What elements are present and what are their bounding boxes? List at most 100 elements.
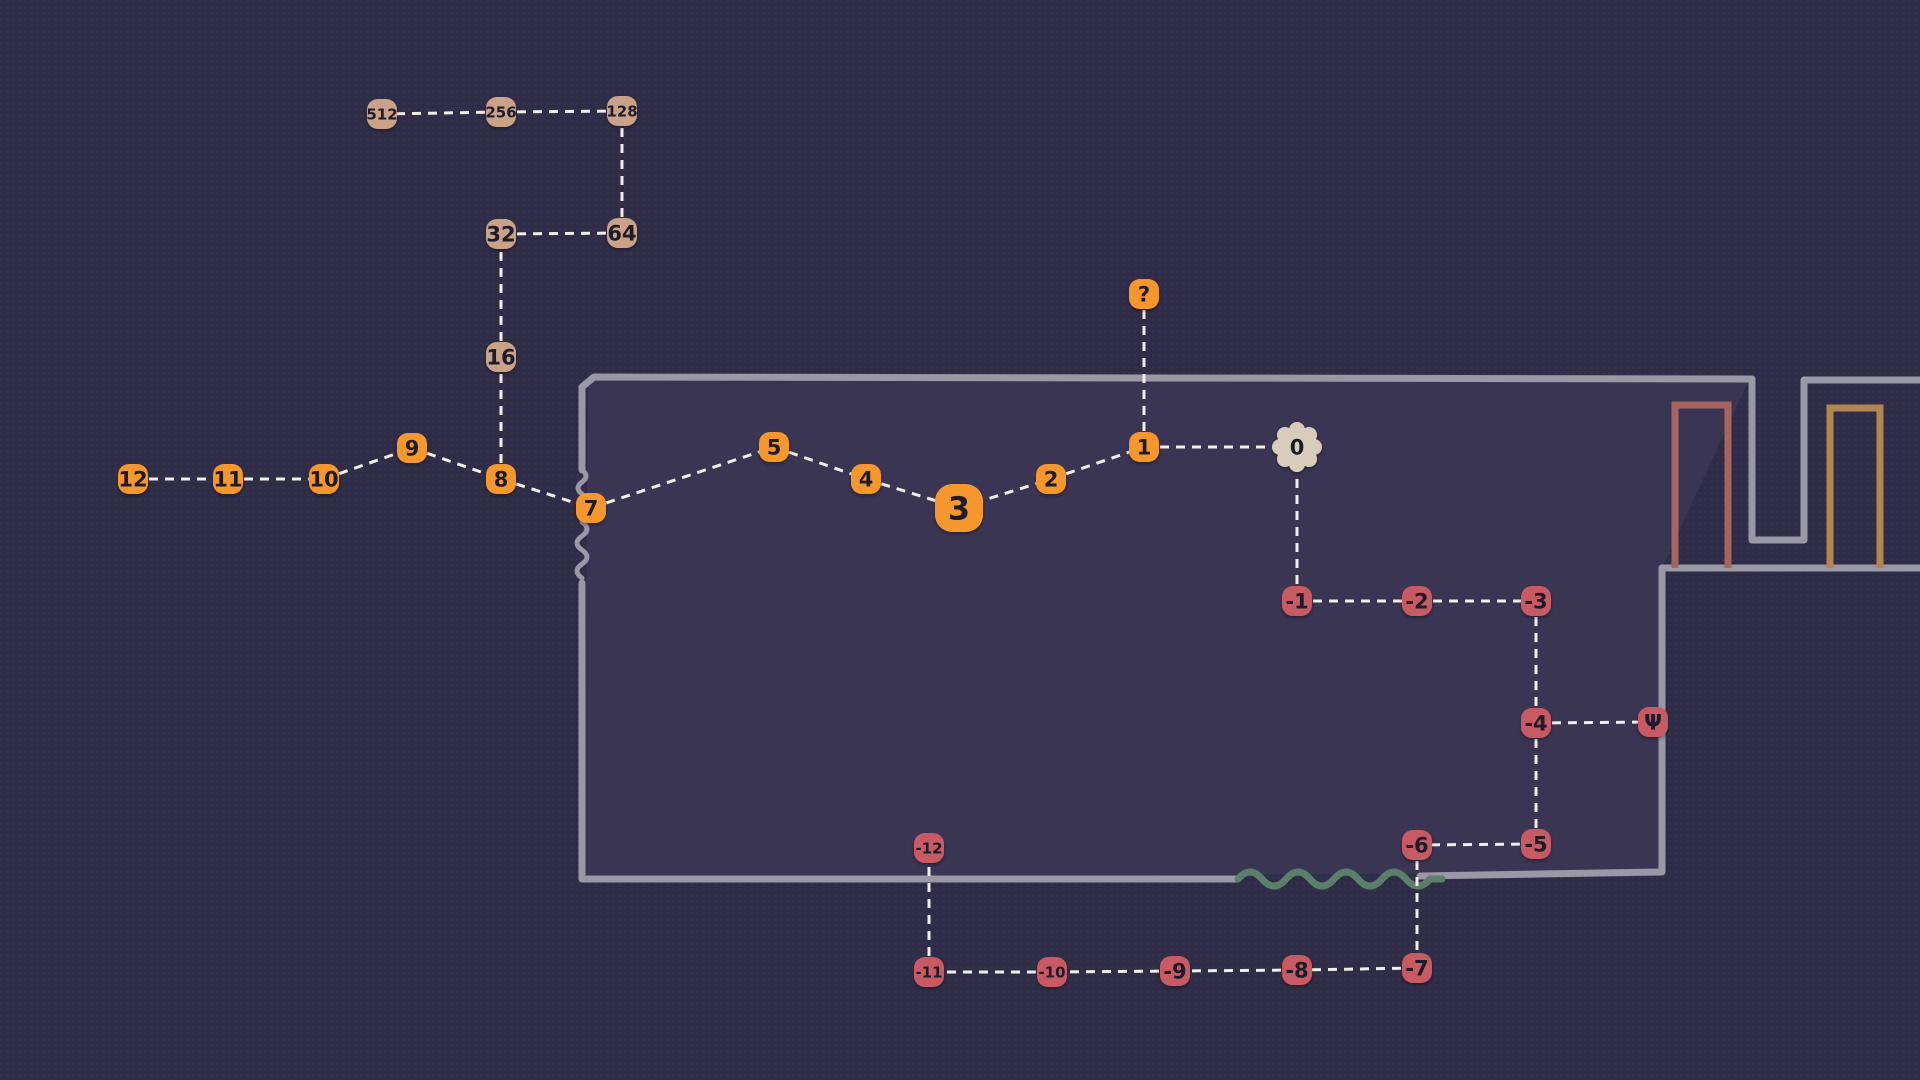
node-label: 9 <box>405 437 420 461</box>
connector-n7-n5 <box>590 445 775 510</box>
node-badge <box>607 218 637 248</box>
connector-n2-n1 <box>1050 445 1145 481</box>
node-n8[interactable]: 8 <box>486 464 516 494</box>
node-badge <box>1282 586 1312 616</box>
node-label: -12 <box>915 839 942 857</box>
node-n4[interactable]: 4 <box>851 464 881 494</box>
node-badge <box>1129 432 1159 462</box>
node-badge <box>914 957 944 987</box>
node-label: 32 <box>486 223 515 247</box>
node-badge <box>914 833 944 863</box>
node-label: -6 <box>1405 834 1428 858</box>
node-label: 7 <box>584 497 599 521</box>
node-badge <box>486 219 516 249</box>
node-label: -8 <box>1285 959 1308 983</box>
node-p128[interactable]: 128 <box>606 96 638 126</box>
node-p256[interactable]: 256 <box>485 97 517 127</box>
node-label: 16 <box>486 346 515 370</box>
node-p512[interactable]: 512 <box>366 99 398 129</box>
node-badge <box>486 97 516 127</box>
node-m1[interactable]: -1 <box>1282 586 1312 616</box>
node-badge <box>1036 464 1066 494</box>
node-badge <box>607 96 637 126</box>
pipe-red <box>1671 401 1732 568</box>
node-label: -2 <box>1405 590 1428 614</box>
node-m6[interactable]: -6 <box>1402 830 1432 860</box>
node-badge <box>1037 957 1067 987</box>
node-psi[interactable]: Ψ <box>1638 707 1668 737</box>
node-n3[interactable]: 3 <box>935 484 983 532</box>
node-label: 0 <box>1290 436 1305 460</box>
node-label: -5 <box>1524 833 1547 857</box>
connector-p32-p64 <box>500 231 623 236</box>
node-badge <box>851 464 881 494</box>
node-label: 2 <box>1044 468 1059 492</box>
node-badge <box>1521 829 1551 859</box>
node-badge <box>1402 830 1432 860</box>
node-label: -10 <box>1038 963 1065 981</box>
room-floor <box>584 377 1750 879</box>
node-m11[interactable]: -11 <box>914 957 944 987</box>
node-label: 11 <box>213 468 242 492</box>
node-nq[interactable]: ? <box>1129 279 1159 309</box>
node-badge <box>1282 955 1312 985</box>
node-badge <box>576 493 606 523</box>
node-n1[interactable]: 1 <box>1129 432 1159 462</box>
node-n2[interactable]: 2 <box>1036 464 1066 494</box>
connector-m7-m8 <box>1296 966 1418 972</box>
node-badge <box>1160 956 1190 986</box>
node-n9[interactable]: 9 <box>397 433 427 463</box>
node-n7[interactable]: 7 <box>576 493 606 523</box>
node-label: -3 <box>1524 590 1547 614</box>
node-label: 10 <box>309 468 338 492</box>
node-p64[interactable]: 64 <box>607 218 637 248</box>
node-badge <box>1402 586 1432 616</box>
node-label: 512 <box>366 105 397 123</box>
node-badge <box>367 99 397 129</box>
node-label: 64 <box>607 222 636 246</box>
node-m12[interactable]: -12 <box>914 833 944 863</box>
node-label: -9 <box>1163 960 1186 984</box>
wave-segment <box>1234 868 1446 890</box>
node-badge <box>1521 708 1551 738</box>
node-n5[interactable]: 5 <box>759 432 789 462</box>
node-label: -1 <box>1285 590 1308 614</box>
node-n10[interactable]: 10 <box>309 464 339 494</box>
node-label: -7 <box>1405 957 1428 981</box>
node-m9[interactable]: -9 <box>1160 956 1190 986</box>
node-m2[interactable]: -2 <box>1402 586 1432 616</box>
connector-m8-m9 <box>1174 968 1298 973</box>
node-badge <box>1521 586 1551 616</box>
node-m7[interactable]: -7 <box>1402 953 1432 983</box>
node-badge <box>486 342 516 372</box>
node-m5[interactable]: -5 <box>1521 829 1551 859</box>
node-m10[interactable]: -10 <box>1037 957 1067 987</box>
node-badge <box>213 464 243 494</box>
pipe-gold <box>1826 404 1884 568</box>
node-m8[interactable]: -8 <box>1282 955 1312 985</box>
connector-p128-p256 <box>500 109 623 114</box>
connector-p256-p512 <box>381 110 502 116</box>
connector-m9-m10 <box>1051 969 1176 974</box>
node-n0[interactable]: 0 <box>1272 422 1322 472</box>
node-n11[interactable]: 11 <box>213 464 243 494</box>
node-label: -11 <box>915 963 942 981</box>
node-m3[interactable]: -3 <box>1521 586 1551 616</box>
connector-m5-m6 <box>1416 842 1537 847</box>
node-m4[interactable]: -4 <box>1521 708 1551 738</box>
node-badge <box>935 484 983 532</box>
node-label: 256 <box>485 103 516 121</box>
node-p32[interactable]: 32 <box>486 219 516 249</box>
connector-n5-n4 <box>773 445 867 481</box>
node-label: 3 <box>948 490 970 528</box>
node-badge <box>1129 279 1159 309</box>
node-badge <box>1402 953 1432 983</box>
sun-core <box>1279 429 1315 465</box>
node-n12[interactable]: 12 <box>118 464 148 494</box>
node-label: 5 <box>767 436 782 460</box>
node-p16[interactable]: 16 <box>486 342 516 372</box>
node-label: 4 <box>859 468 874 492</box>
